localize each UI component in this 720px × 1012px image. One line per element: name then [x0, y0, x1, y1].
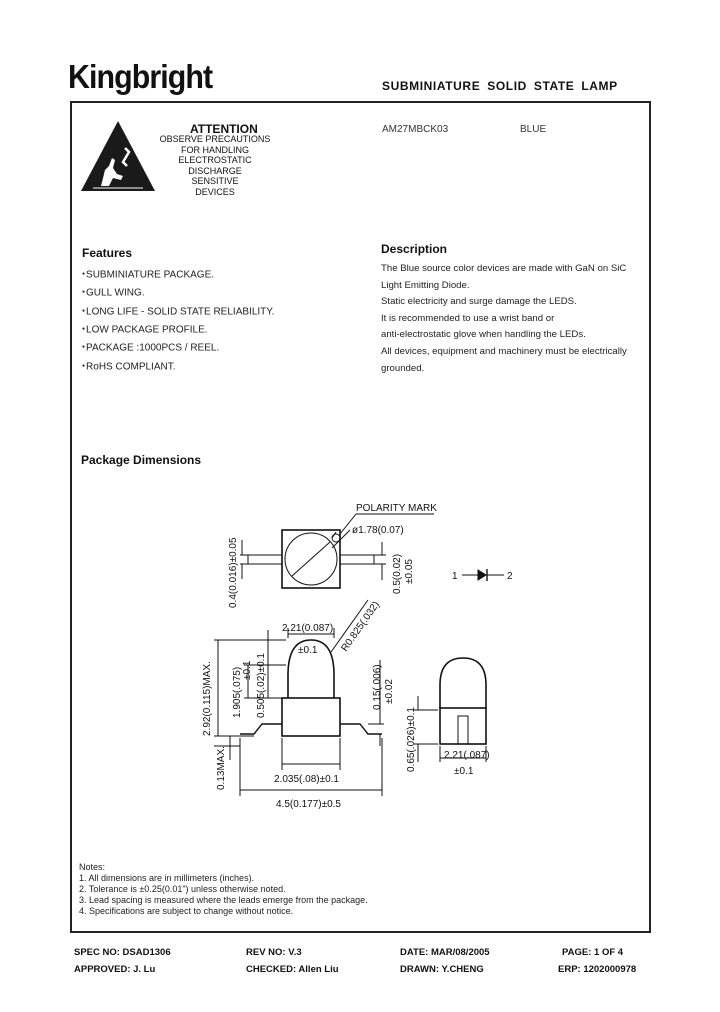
attention-line: DEVICES [195, 186, 235, 197]
notes-title: Notes: [79, 862, 106, 872]
dim-phi: ø1.78(0.07) [352, 525, 404, 536]
description-line: The Blue source color devices are made w… [381, 263, 627, 274]
top-view-lead-left [247, 554, 283, 565]
list-item: RoHS COMPLIANT. [82, 358, 274, 376]
dim-radius: R0.825(.032) [339, 600, 381, 654]
list-item: GULL WING. [82, 284, 274, 302]
note-line: 3. Lead spacing is measured where the le… [79, 895, 368, 905]
attention-line: DISCHARGE [188, 165, 242, 176]
front-view-lead-right [340, 723, 382, 735]
part-number: AM27MBCK03 [382, 124, 449, 135]
diode-triangle [477, 569, 487, 581]
dim-lead-thickness: 0.15(.006) [372, 664, 383, 710]
description-heading: Description [381, 242, 448, 256]
checked-by: CHECKED: Allen Liu [246, 964, 339, 975]
drawn-by: DRAWN: Y.CHENG [400, 964, 484, 975]
attention-text: OBSERVE PRECAUTIONS FOR HANDLING ELECTRO… [150, 134, 280, 197]
attention-line: ELECTROSTATIC [178, 155, 252, 165]
dim-body-width: 2.035(.08)±0.1 [274, 774, 339, 785]
revision-number: REV NO: V.3 [246, 947, 302, 958]
content-frame [70, 101, 651, 933]
dim-base: 0.505(.02)±0.1 [256, 653, 267, 718]
attention-line: OBSERVE PRECAUTIONS [159, 134, 271, 144]
document-title: SUBMINIATURE SOLID STATE LAMP [382, 79, 618, 93]
top-view-lead-right [339, 554, 375, 565]
note-line: 1. All dimensions are in millimeters (in… [79, 873, 255, 883]
dim-standoff: 0.13MAX. [216, 746, 227, 790]
dim-width: 2.21(0.087) [282, 623, 333, 634]
description-text: The Blue source color devices are made w… [381, 261, 641, 377]
description-line: Static electricity and surge damage the … [381, 296, 577, 308]
front-view-body [281, 697, 341, 737]
dim-side-width: 2.21(.087) [444, 750, 490, 761]
dim-overall: 4.5(0.177)±0.5 [276, 799, 341, 810]
dim-side-width-tol: ±0.1 [454, 766, 474, 777]
list-item: SUBMINIATURE PACKAGE. [82, 266, 274, 284]
description-line: grounded. [381, 362, 425, 374]
list-item: LOW PACKAGE PROFILE. [82, 321, 274, 339]
dim-width-tol: ±0.1 [298, 645, 318, 656]
side-view-lead [457, 715, 469, 745]
description-line: Light Emitting Diode. [381, 279, 470, 291]
dim-dome-tol: ±0.1 [242, 660, 253, 680]
diode-pin1: 1 [452, 571, 458, 582]
side-view-dome [439, 657, 487, 708]
dim-lead-thickness-tol: ±0.02 [384, 679, 395, 704]
dim-dome: 1.905(.075) [232, 667, 243, 718]
description-line: anti-electrostatic glove when handling t… [381, 329, 586, 341]
dim-lead-width: 0.4(0.016)±0.05 [228, 537, 239, 608]
polarity-leader [339, 513, 357, 535]
list-item: LONG LIFE - SOLID STATE RELIABILITY. [82, 303, 274, 321]
note-line: 2. Tolerance is ±0.25(0.01") unless othe… [79, 884, 286, 894]
company-logo: Kingbright [68, 58, 213, 95]
dim-lead-gap: 0.5(0.02) [392, 554, 403, 594]
list-item: PACKAGE :1000PCS / REEL. [82, 339, 274, 357]
attention-title: ATTENTION [190, 122, 258, 136]
erp-number: ERP: 1202000978 [558, 964, 637, 975]
diode-pin2: 2 [507, 571, 513, 582]
features-list: SUBMINIATURE PACKAGE. GULL WING. LONG LI… [82, 266, 274, 376]
spec-number: SPEC NO: DSAD1306 [74, 947, 171, 958]
description-line: All devices, equipment and machinery mus… [381, 345, 627, 357]
package-dimensions-heading: Package Dimensions [81, 453, 202, 467]
attention-line: FOR HANDLING [180, 144, 249, 155]
part-color: BLUE [520, 124, 547, 135]
date: DATE: MAR/08/2005 [400, 947, 490, 958]
polarity-mark-label: POLARITY MARK [356, 503, 437, 514]
package-dimension-drawing: POLARITY MARK ø1.78(0.07) 0.4(0.016)±0.0… [202, 503, 513, 810]
page-number: PAGE: 1 OF 4 [562, 947, 624, 958]
dim-side-height: 0.65(.026)±0.1 [406, 707, 417, 772]
front-view-dome [287, 639, 335, 698]
top-view-lens [284, 532, 338, 586]
features-heading: Features [82, 246, 133, 260]
dim-lead-gap-tol: ±0.05 [404, 559, 415, 584]
front-view-lead-left [240, 723, 282, 735]
approved-by: APPROVED: J. Lu [74, 964, 156, 975]
attention-line: SENSITIVE [191, 176, 239, 186]
notes: Notes: 1. All dimensions are in millimet… [79, 862, 368, 917]
esd-warning-icon [81, 121, 155, 191]
side-view-body [439, 707, 487, 745]
description-line: It is recommended to use a wrist band or [381, 312, 555, 324]
note-line: 4. Specifications are subject to change … [79, 906, 294, 916]
dim-height: 2.92(0.115)MAX. [202, 661, 213, 736]
